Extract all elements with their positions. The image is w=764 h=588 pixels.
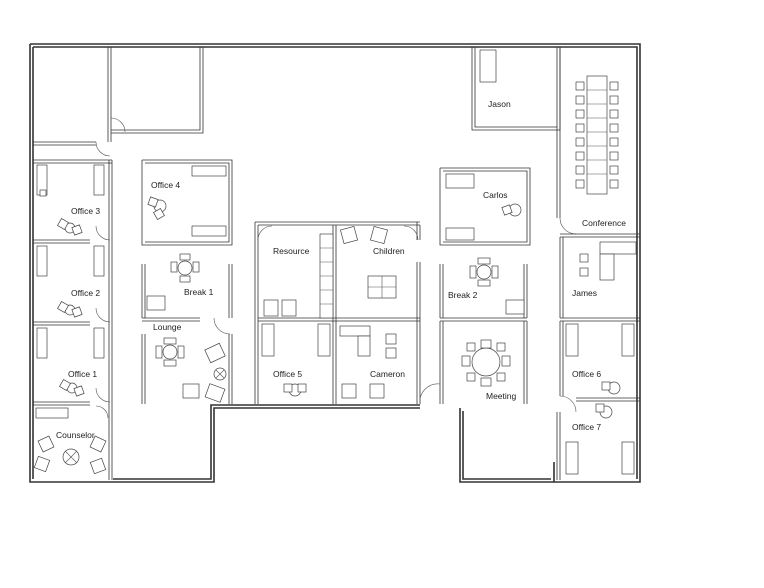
room-label-office6: Office 6: [572, 369, 601, 379]
top-left-rooms: [33, 47, 204, 157]
office4-walls: [141, 159, 233, 246]
room-label-jason: Jason: [488, 99, 511, 109]
room-label-office1: Office 1: [68, 369, 97, 379]
center-block: [254, 221, 421, 404]
room-label-conference: Conference: [582, 218, 626, 228]
room-label-james: James: [572, 288, 597, 298]
room-label-office4: Office 4: [151, 180, 180, 190]
room-label-office5: Office 5: [273, 369, 302, 379]
exterior-walls: [29, 43, 641, 483]
right-column: [471, 47, 640, 480]
break2-meeting: [419, 257, 528, 405]
room-label-resource: Resource: [273, 246, 310, 256]
room-label-cameron: Cameron: [370, 369, 405, 379]
room-label-office3: Office 3: [71, 206, 100, 216]
room-label-counselor: Counselor: [56, 430, 95, 440]
room-label-break2: Break 2: [448, 290, 478, 300]
left-offices: [33, 159, 113, 480]
carlos-walls: [439, 167, 531, 246]
break1-lounge: [141, 253, 233, 404]
room-label-break1: Break 1: [184, 287, 214, 297]
conference-chairs: [575, 81, 619, 189]
room-label-office7: Office 7: [572, 422, 601, 432]
room-label-meeting: Meeting: [486, 391, 517, 401]
room-label-office2: Office 2: [71, 288, 100, 298]
room-label-children: Children: [373, 246, 405, 256]
room-labels: Jason Conference Office 4 Office 3 Offic…: [56, 99, 626, 440]
room-label-carlos: Carlos: [483, 190, 508, 200]
room-label-lounge: Lounge: [153, 322, 182, 332]
